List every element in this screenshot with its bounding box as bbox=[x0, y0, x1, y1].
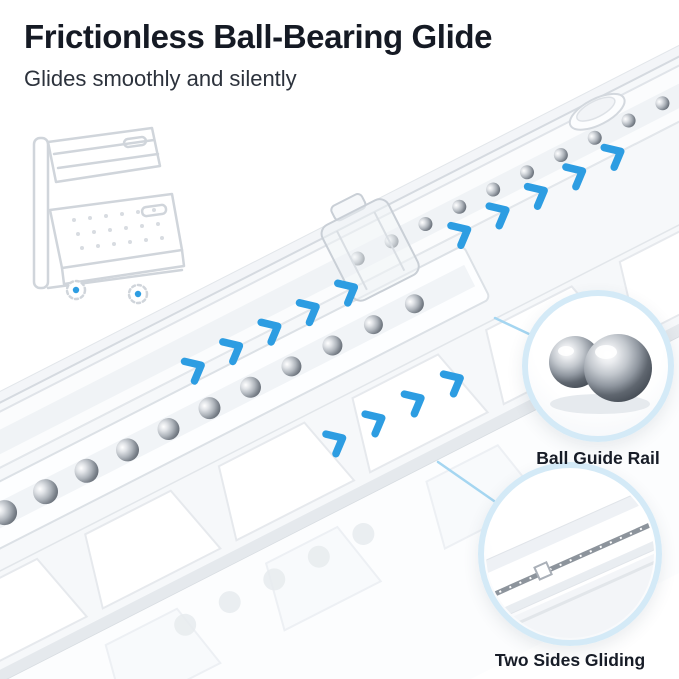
cutout-holes bbox=[0, 120, 679, 678]
two-sides-gliding-callout bbox=[478, 462, 662, 646]
organizer-glide-wheel bbox=[127, 283, 149, 305]
organizer-bottom-basket bbox=[48, 192, 186, 286]
two-sides-gliding-label: Two Sides Gliding bbox=[494, 650, 646, 670]
glide-dot bbox=[72, 286, 80, 294]
page-subtitle: Glides smoothly and silently bbox=[24, 66, 297, 91]
basket-mesh-dots bbox=[72, 208, 164, 250]
ball-bearing-row-main bbox=[0, 294, 424, 526]
rail-cross-section-icon bbox=[486, 470, 654, 638]
steel-balls-icon bbox=[549, 334, 652, 414]
mounting-hole bbox=[568, 92, 626, 131]
glide-dot bbox=[134, 290, 142, 298]
organizer-top-basket bbox=[46, 126, 162, 184]
organizer-glide-wheel bbox=[65, 279, 87, 301]
ball-guide-rail-label: Ball Guide Rail bbox=[536, 448, 660, 468]
ball-guide-rail-callout bbox=[522, 290, 674, 442]
callout-connector-line-1 bbox=[493, 316, 531, 336]
organizer-illustration bbox=[32, 126, 186, 305]
under-rail bbox=[0, 205, 679, 679]
ball-bearing-row-small bbox=[350, 96, 670, 266]
page-title: Frictionless Ball-Bearing Glide bbox=[24, 18, 493, 55]
mounting-clip bbox=[320, 193, 420, 302]
ghost-bearings bbox=[174, 522, 375, 636]
callout-connector-line-2 bbox=[436, 460, 496, 503]
header: Frictionless Ball-Bearing Glide Glides s… bbox=[24, 18, 492, 92]
